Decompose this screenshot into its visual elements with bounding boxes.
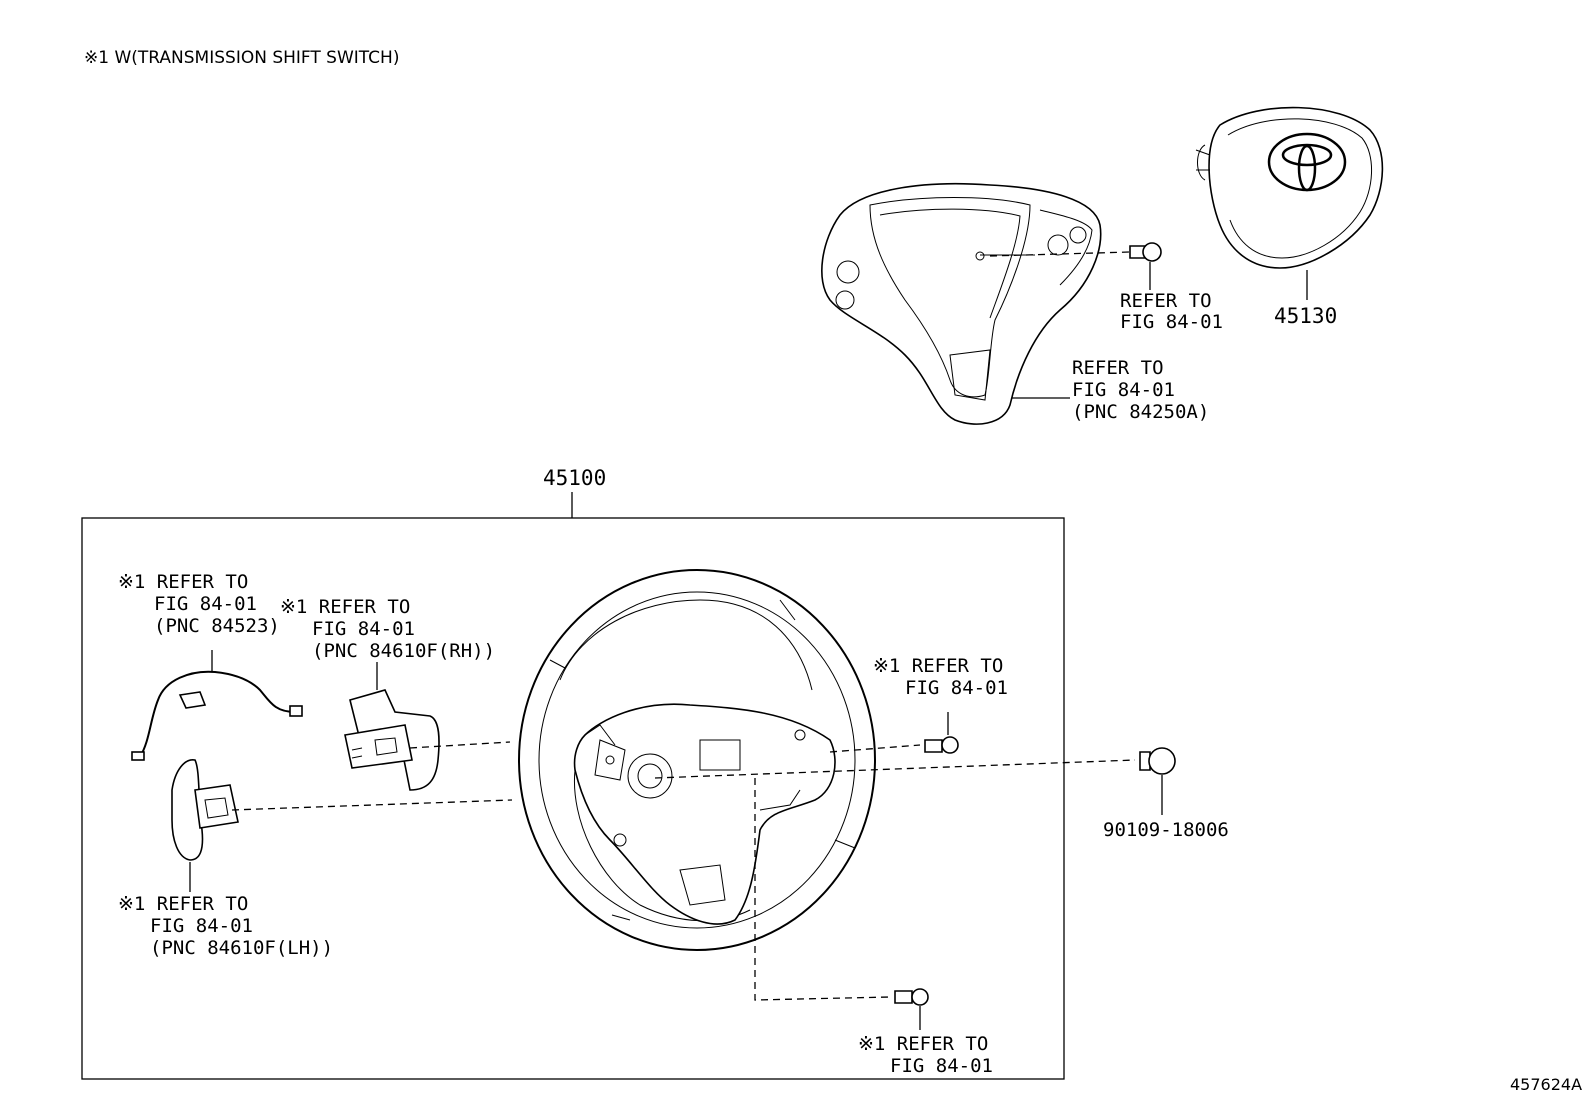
callout-top-pad-line2: FIG 84-01 [1072,379,1175,401]
wire-harness[interactable] [131,650,303,761]
figure-id: 457624A [1510,1075,1582,1094]
callout-bottom-screw-line2: FIG 84-01 [890,1055,993,1077]
callout-bottom-screw-line1: ※1 REFER TO [858,1033,988,1055]
callout-top-bolt-line1: REFER TO [1120,290,1212,312]
part-number-45100: 45100 [543,466,606,490]
right-screw[interactable] [829,712,959,754]
callout-rh-line2: FIG 84-01 [312,618,415,640]
callout-top-bolt-line2: FIG 84-01 [1120,311,1223,333]
rh-paddle-switch[interactable] [344,689,440,791]
cap-90109-18006[interactable] [1139,747,1176,815]
top-bolt[interactable] [989,242,1162,290]
callout-harness-line1: ※1 REFER TO [118,571,248,593]
callout-top-pad-line1: REFER TO [1072,357,1164,379]
callout-top-pad-line3: (PNC 84250A) [1072,401,1209,423]
callout-lh-line3: (PNC 84610F(LH)) [150,937,333,959]
header-note: ※1 W(TRANSMISSION SHIFT SWITCH) [84,48,399,68]
callout-right-screw-line2: FIG 84-01 [905,677,1008,699]
callout-right-screw-line1: ※1 REFER TO [873,655,1003,677]
bottom-screw[interactable] [754,778,929,1030]
lh-paddle-switch[interactable] [171,759,239,861]
callout-rh-line1: ※1 REFER TO [280,596,410,618]
callout-lh-line2: FIG 84-01 [150,915,253,937]
assembly-box [81,517,1065,1080]
callout-rh-line3: (PNC 84610F(RH)) [312,640,495,662]
steering-wheel[interactable] [518,569,876,951]
callout-lh-line1: ※1 REFER TO [118,893,248,915]
callout-harness-line3: (PNC 84523) [154,615,280,637]
part-number-90109-18006: 90109-18006 [1103,819,1229,841]
callout-harness-line2: FIG 84-01 [154,593,257,615]
horn-pad-airbag[interactable] [1195,106,1384,269]
part-number-45130: 45130 [1274,304,1337,328]
steering-pad-cover[interactable] [821,182,1102,425]
